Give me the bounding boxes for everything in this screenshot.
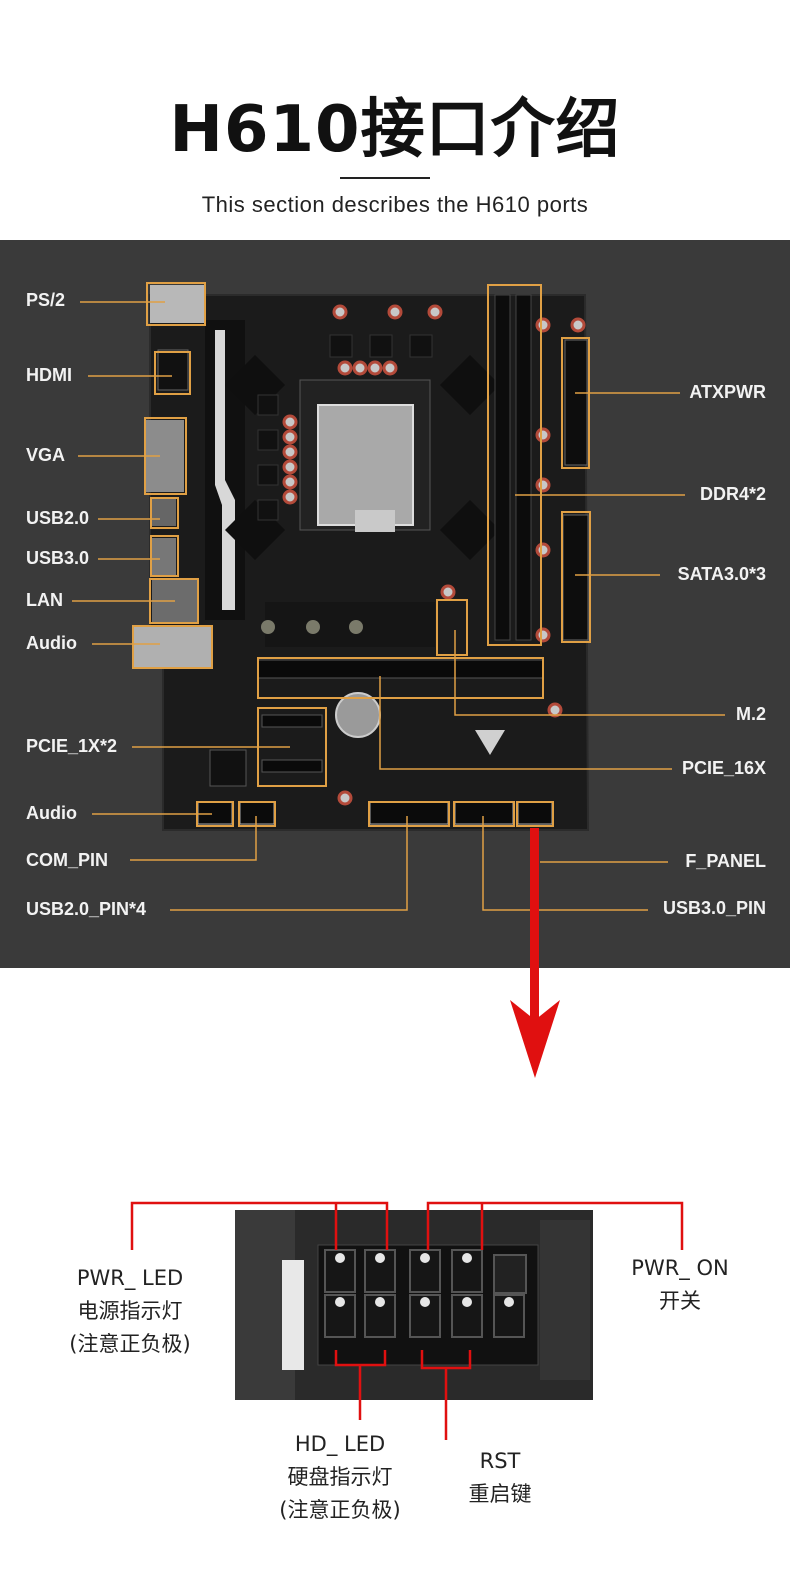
pwr-led-desc: 电源指示灯 [50,1295,210,1328]
rst-title: RST [450,1445,550,1478]
rst-desc: 重启键 [450,1478,550,1511]
pwr-led-label: PWR_ LED 电源指示灯 (注意正负极) [50,1262,210,1361]
pwr-led-note: (注意正负极) [50,1328,210,1361]
pwr-on-label: PWR_ ON 开关 [610,1252,750,1318]
hd-led-note: (注意正负极) [260,1494,420,1527]
hd-led-desc: 硬盘指示灯 [260,1461,420,1494]
pwr-led-title: PWR_ LED [50,1262,210,1295]
pwr-on-desc: 开关 [610,1285,750,1318]
hd-led-label: HD_ LED 硬盘指示灯 (注意正负极) [260,1428,420,1527]
rst-label: RST 重启键 [450,1445,550,1511]
pwr-on-title: PWR_ ON [610,1252,750,1285]
hd-led-title: HD_ LED [260,1428,420,1461]
